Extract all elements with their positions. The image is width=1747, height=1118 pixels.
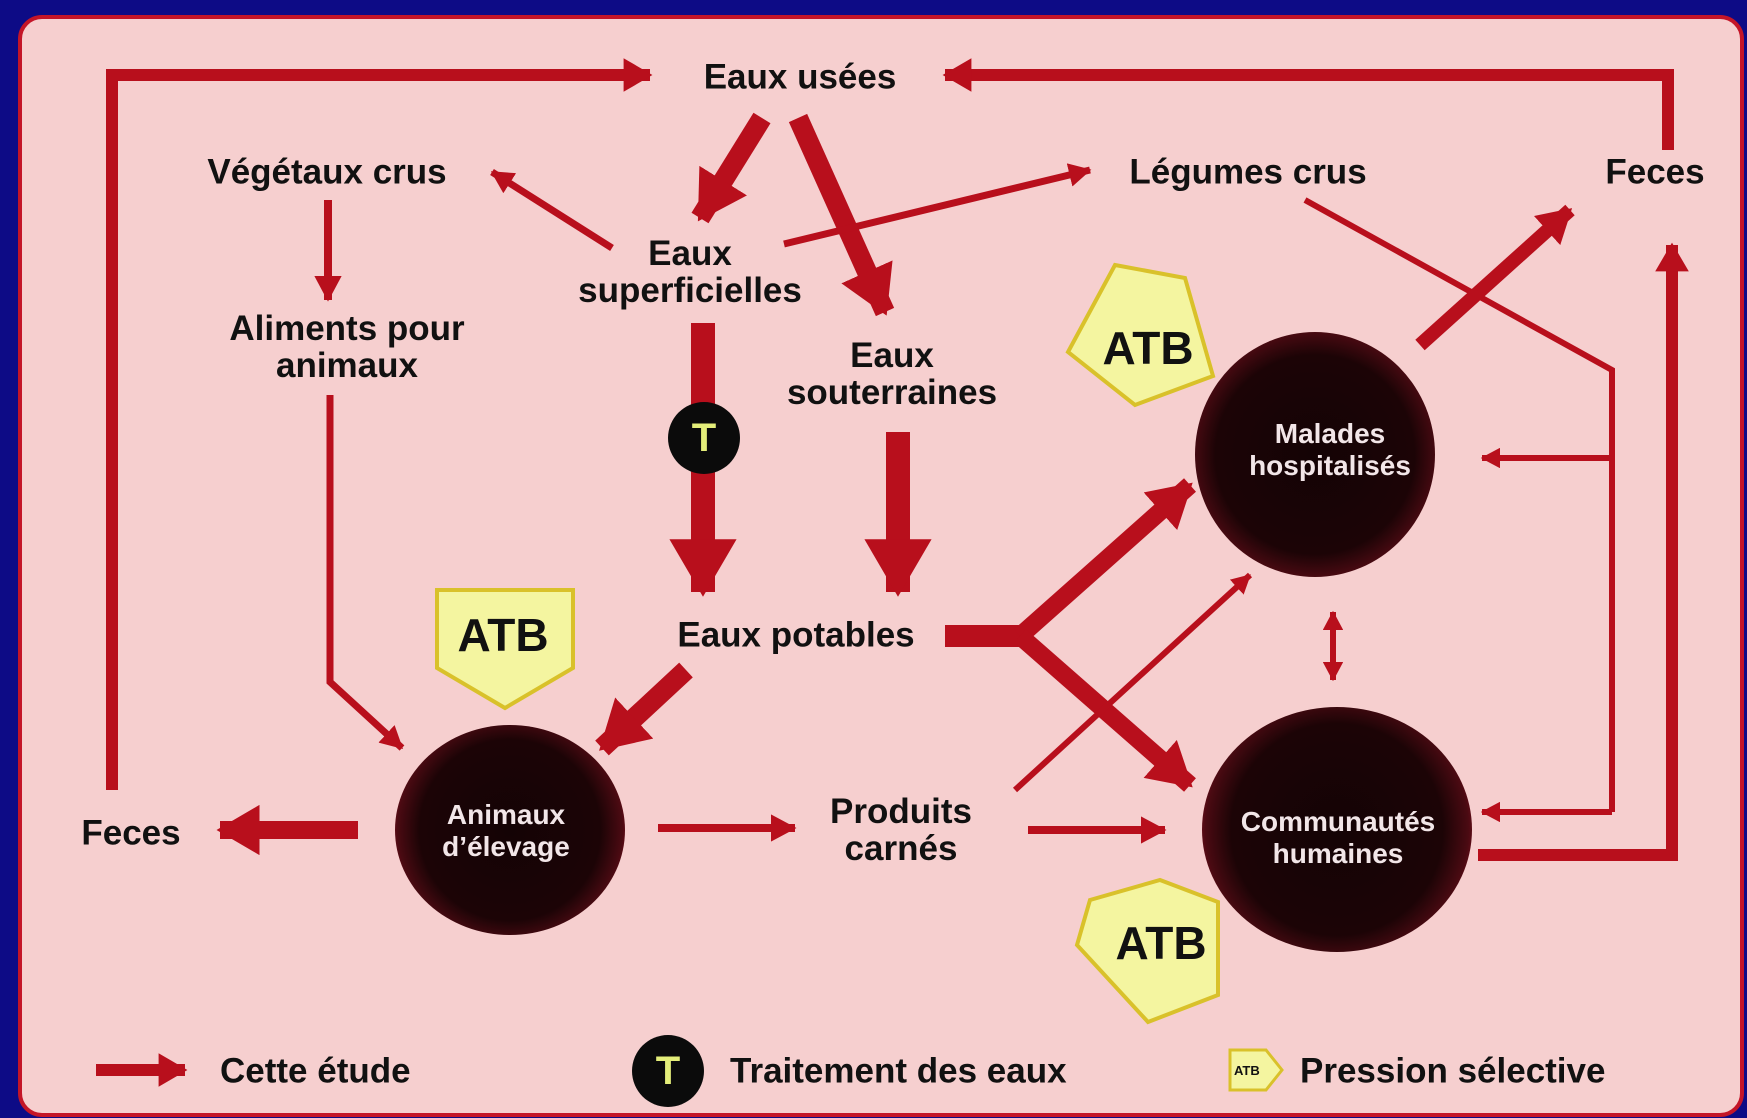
arrow-legumes-route: [1303, 197, 1615, 812]
legend-treatment-icon: T: [632, 1035, 704, 1107]
node-vegetaux-crus: Végétaux crus: [207, 152, 447, 192]
node-communautes-circle: [1202, 707, 1472, 952]
atb-badge-top: [1065, 262, 1216, 408]
arrow-aliments-to-animaux: [326, 395, 405, 751]
arrow-superficielles-to-vegetaux: [490, 169, 614, 251]
node-feces-top: Feces: [1605, 152, 1705, 192]
node-animaux-circle: [395, 725, 625, 935]
arrow-eaux-usees-to-souterraines: [788, 113, 895, 317]
arrow-eaux-usees-to-superficielles: [691, 112, 771, 224]
arrow-potables-to-animaux: [595, 662, 693, 756]
legend-atb-label: Pression sélective: [1300, 1051, 1606, 1091]
arrow-superficielles-to-legumes: [783, 163, 1092, 248]
atb-badge-communautes-label: ATB: [1115, 917, 1207, 969]
legend-atb-icon: [1228, 1048, 1284, 1092]
legend-atb-symbol: ATB: [1234, 1063, 1260, 1078]
legend-arrow-label: Cette étude: [220, 1051, 411, 1091]
atb-badge-animaux: [435, 588, 575, 711]
arrow-feces-right-to-eaux-usees: [942, 58, 1674, 150]
atb-badge-top-label: ATB: [1102, 322, 1194, 374]
arrow-feces-left-to-eaux-usees: [106, 58, 653, 790]
atb-badge-communautes: [1074, 877, 1220, 1025]
arrow-produits-to-malades: [1012, 572, 1253, 793]
arrow-communautes-to-feces: [1478, 242, 1689, 861]
arrow-malades-to-feces: [1415, 204, 1575, 351]
atb-badge-animaux-label: ATB: [457, 609, 549, 661]
node-legumes-crus: Légumes crus: [1129, 152, 1367, 192]
treatment-t-badge: T: [668, 402, 740, 474]
legend-treatment-label: Traitement des eaux: [730, 1051, 1067, 1091]
node-malades-circle: [1195, 332, 1435, 577]
node-eaux-usees: Eaux usées: [703, 57, 897, 97]
node-feces-left: Feces: [81, 813, 181, 853]
flow-arrows: [96, 58, 1689, 1087]
node-eaux-potables: Eaux potables: [677, 615, 915, 655]
arrow-potables-to-malades: [1014, 478, 1196, 643]
